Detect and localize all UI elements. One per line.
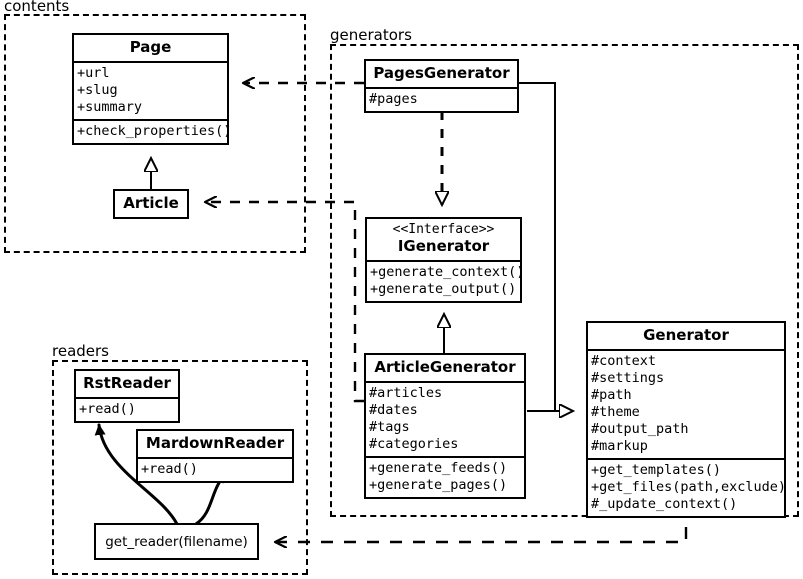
class-member: #markup (591, 438, 648, 454)
package-generators-frame (330, 44, 799, 517)
class-member: +generate_pages() (369, 477, 508, 493)
class-member: +read() (141, 461, 198, 477)
function-node-get-reader[interactable]: get_reader(filename) (94, 523, 259, 560)
class-member: #tags (369, 419, 410, 435)
class-article-generator-name: ArticleGenerator (374, 358, 516, 376)
class-article-generator-operations: +generate_feeds() +generate_pages() (366, 456, 524, 497)
class-member: #articles (369, 385, 443, 401)
class-member: +read() (79, 401, 136, 417)
function-node-get-reader-label: get_reader(filename) (105, 533, 248, 550)
class-article-generator[interactable]: ArticleGenerator #articles #dates #tags … (364, 353, 526, 499)
package-contents: contents (2, 0, 306, 253)
class-member: +get_files(path,exclude) (591, 479, 787, 495)
class-member: +generate_feeds() (369, 460, 508, 476)
package-generators-label: generators (328, 27, 415, 43)
class-pages-generator[interactable]: PagesGenerator #pages (364, 59, 519, 113)
class-member: #pages (369, 91, 418, 107)
class-pages-generator-attributes: #pages (366, 87, 517, 111)
class-member: #_update_context() (591, 496, 738, 512)
class-member: +summary (77, 99, 143, 115)
class-mardown-reader-name: MardownReader (145, 434, 285, 452)
class-article[interactable]: Article (113, 189, 189, 219)
class-member: +get_templates() (591, 462, 722, 478)
class-page-attributes: +url +slug +summary (74, 61, 227, 119)
class-mardown-reader[interactable]: MardownReader +read() (136, 429, 294, 483)
package-contents-label: contents (2, 0, 73, 14)
class-member: #settings (591, 370, 665, 386)
class-member: +generate_output() (370, 281, 517, 297)
class-member: #context (591, 353, 657, 369)
class-member: #output_path (591, 421, 689, 437)
class-member: +url (77, 65, 110, 81)
class-rst-reader-name: RstReader (83, 374, 171, 392)
class-page-operations: +check_properties() (74, 119, 232, 143)
class-generator-attributes: #context #settings #path #theme #output_… (588, 349, 784, 458)
class-pages-generator-name: PagesGenerator (373, 64, 510, 82)
class-mardown-reader-operations: +read() (138, 457, 292, 481)
package-generators: generators (328, 27, 799, 517)
class-generator[interactable]: Generator #context #settings #path #them… (586, 321, 786, 518)
class-rst-reader[interactable]: RstReader +read() (74, 369, 180, 423)
package-readers-frame (52, 360, 308, 575)
package-readers-label: readers (50, 343, 112, 359)
class-member: +check_properties() (77, 123, 232, 139)
class-page[interactable]: Page +url +slug +summary +check_properti… (72, 33, 232, 145)
class-article-generator-attributes: #articles #dates #tags #categories (366, 381, 524, 456)
package-readers: readers (50, 343, 308, 575)
class-member: #path (591, 387, 632, 403)
class-generator-name: Generator (643, 326, 729, 344)
class-igenerator-name-block: <<Interface>> IGenerator (367, 219, 520, 260)
class-generator-operations: +get_templates() +get_files(path,exclude… (588, 458, 787, 516)
class-member: #theme (591, 404, 640, 420)
class-member: +slug (77, 82, 118, 98)
class-article-name: Article (123, 194, 179, 212)
class-igenerator-operations: +generate_context() +generate_output() (367, 260, 525, 301)
class-page-name: Page (129, 38, 172, 56)
class-igenerator-name: IGenerator (397, 237, 490, 255)
package-contents-frame (4, 14, 306, 253)
class-igenerator[interactable]: <<Interface>> IGenerator +generate_conte… (365, 217, 525, 303)
class-igenerator-stereotype: <<Interface>> (392, 222, 495, 237)
class-member: +generate_context() (370, 264, 525, 280)
class-rst-reader-operations: +read() (76, 397, 178, 421)
class-member: #categories (369, 436, 459, 452)
class-member: #dates (369, 402, 418, 418)
